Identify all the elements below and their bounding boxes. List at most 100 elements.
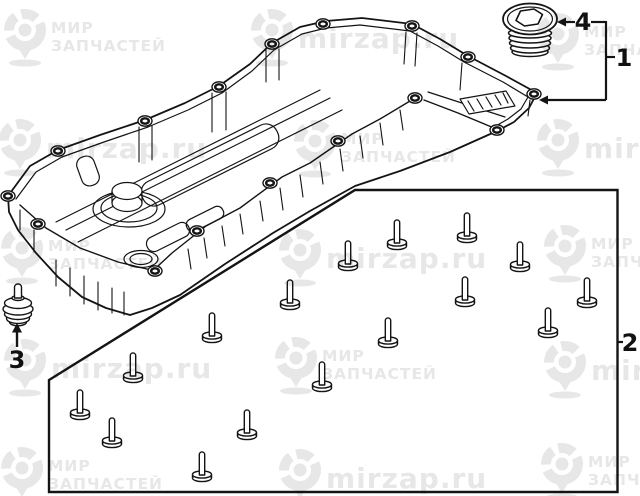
bolt [377,317,399,349]
pan-boss [189,225,205,237]
watermark-cell: mirzap.ru [4,339,212,397]
bolt [201,312,223,344]
watermark-site: mirzap.ru [298,22,459,55]
watermark-site: mirzap.ru [326,462,487,495]
pan-boss [50,145,66,157]
watermark-brand-line2: ЗАПЧАСТЕЙ [588,470,640,489]
bolt [191,451,213,483]
brand-pin-icon [1,227,43,285]
pan-drain-recess [123,249,159,269]
watermark-site: mirzap.ru [51,352,212,385]
callout-1: 1 [539,21,632,105]
bolt [337,240,359,272]
bolt [509,241,531,273]
drain-plug-drawing [502,2,558,58]
bolt-set-drawing [69,212,598,483]
pan-boss [404,20,420,32]
brand-pin-icon [0,119,41,177]
watermark-cell: mirzap.ru [0,119,207,177]
watermark-site: mirzap.ru [326,242,487,275]
bolt [69,389,91,421]
watermark-layer: МИРЗАПЧАСТЕЙmirzap.ruМИРЗАПЧАСТЕЙmirzap.… [0,9,640,496]
watermark-cell: mirzap.ru [251,9,459,67]
watermark-brand-line1: МИР [51,19,94,37]
brand-pin-icon [4,9,46,67]
pan-boss [147,265,163,277]
bolt [454,276,476,308]
bolt [537,307,559,339]
watermark-site: mirzap.ru [46,132,207,165]
pan-wall-ribs [187,109,404,270]
pan-boss [315,18,331,30]
watermark-brand-line1: МИР [322,347,365,365]
bolt [236,409,258,441]
watermark-brand-line2: ЗАПЧАСТЕЙ [341,147,456,166]
brand-pin-icon [537,13,579,71]
brand-pin-icon [275,337,317,395]
watermark-brand-line2: ЗАПЧАСТЕЙ [48,254,163,273]
callout-2: 2 [617,329,639,357]
brand-pin-icon [4,339,46,397]
brand-pin-icon [544,341,586,399]
watermark-brand-line2: ЗАПЧАСТЕЙ [584,40,640,59]
sump-plug-drawing [2,283,34,327]
bolt [456,212,478,244]
brand-pin-icon [279,229,321,287]
watermark-site: mirzap.ru [584,132,640,165]
pan-boss [407,92,423,104]
watermark-brand-line1: МИР [341,130,384,148]
bolt [576,277,598,309]
brand-pin-icon [294,120,336,178]
callout-1-arrowhead [539,95,548,105]
callout-4-label: 4 [575,8,592,36]
watermark-site: mirzap.ru [591,354,640,387]
bolt [386,219,408,251]
bolt [101,417,123,449]
pan-boss [0,190,16,202]
pan-boss [30,218,46,230]
brand-pin-icon [251,9,293,67]
pan-boss [526,88,542,100]
pan-ribbed-patch [459,90,516,115]
bolt [122,352,144,384]
brand-pin-icon [541,443,583,496]
pan-boss [137,115,153,127]
brand-pin-icon [537,119,579,177]
callout-3-arrowhead [12,323,22,333]
watermark-brand-line1: МИР [591,235,634,253]
callout-1-label: 1 [616,44,633,72]
bolt-group-outline [47,188,619,494]
callout-2-label: 2 [622,329,639,357]
pan-inner-rim [15,24,529,200]
watermark-brand-line1: МИР [48,237,91,255]
watermark-brand-line1: МИР [584,23,627,41]
pan-boss [489,124,505,136]
watermark-brand-line1: МИР [48,457,91,475]
pan-boss [211,81,227,93]
oil-pan-drawing [0,17,542,316]
watermark-cell: mirzap.ru [537,119,640,177]
watermark-brand-line2: ЗАПЧАСТЕЙ [322,364,437,383]
watermark-cell: mirzap.ru [279,449,487,496]
pan-boss [262,177,278,189]
watermark-brand-line2: ЗАПЧАСТЕЙ [51,36,166,55]
watermark-brand-line2: ЗАПЧАСТЕЙ [591,252,640,271]
pan-center-boss [92,181,166,228]
pan-bolt-bosses [0,18,542,277]
watermark-brand-line2: ЗАПЧАСТЕЙ [48,474,163,493]
brand-pin-icon [1,447,43,496]
brand-pin-icon [279,449,321,496]
pan-boss [460,51,476,63]
brand-pin-icon [544,225,586,283]
watermark-cell: mirzap.ru [544,341,640,399]
